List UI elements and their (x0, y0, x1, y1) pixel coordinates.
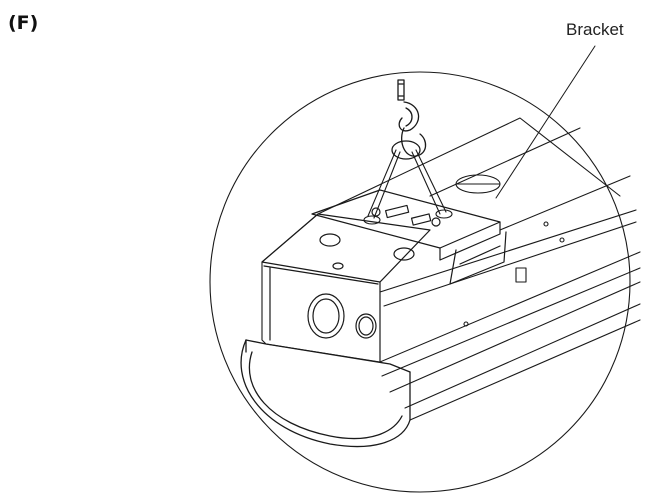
fixture-housing (261, 117, 641, 421)
end-cap-box (261, 213, 431, 363)
hanging-hook (391, 79, 427, 160)
bracket-leader-line (495, 45, 596, 199)
detail-circle (209, 71, 631, 493)
mounting-bracket (311, 189, 507, 285)
figure-label: (F) (8, 12, 39, 34)
bracket-callout-label: Bracket (566, 20, 624, 39)
lens-diffuser (240, 339, 411, 448)
